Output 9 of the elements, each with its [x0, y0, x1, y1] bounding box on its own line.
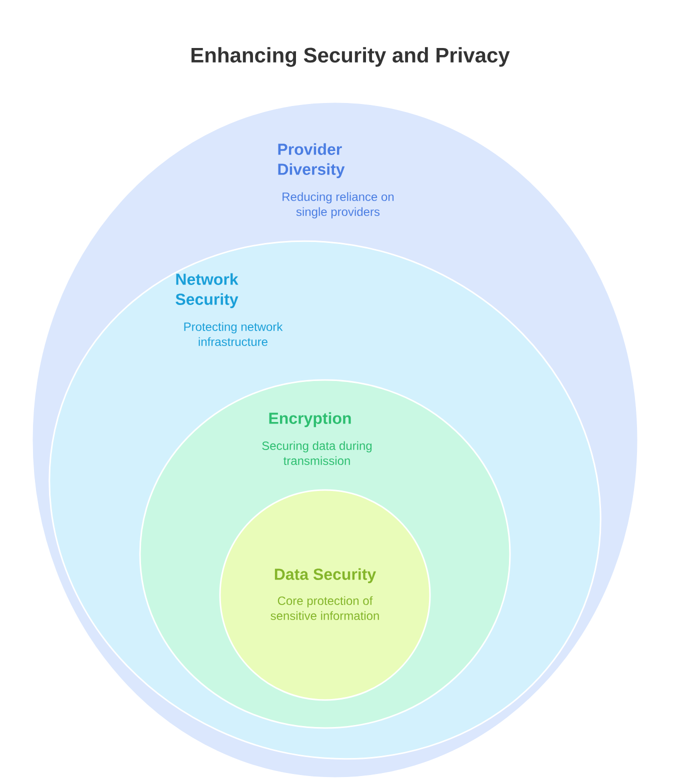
region-description: Core protection of sensitive information [270, 596, 379, 620]
region-heading: Provider Diversity [278, 143, 345, 178]
region-description: Reducing reliance on single providers [282, 192, 394, 218]
region-description: Protecting network infrastructure [184, 322, 283, 346]
region-heading: Network Security [176, 273, 238, 308]
region-heading: Data Security [274, 568, 376, 584]
region-description: Securing data during transmission [262, 441, 372, 465]
title: Enhancing Security and Privacy [192, 47, 510, 67]
region-heading: Encryption [269, 412, 351, 428]
